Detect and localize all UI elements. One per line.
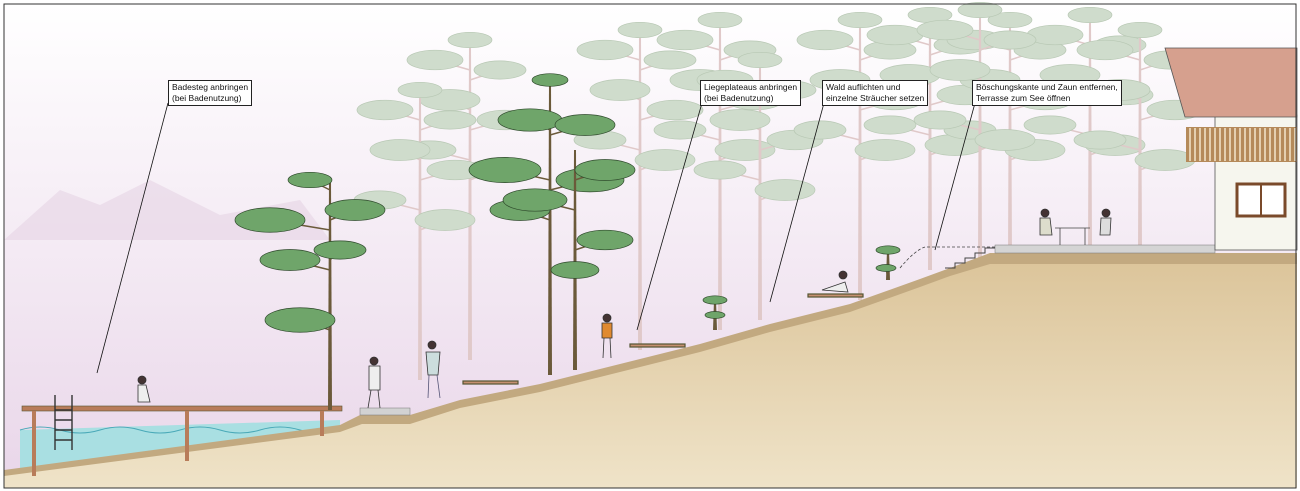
foreground-pines [234, 73, 901, 410]
annotation-line: Liegeplateaus anbringen [704, 82, 798, 92]
background-tree [913, 1, 1044, 260]
former-embankment [899, 246, 995, 269]
steps [945, 247, 995, 269]
ground-soil [4, 264, 1297, 488]
annotation-liegeplateaus: Liegeplateaus anbringen(bei Badenutzung) [700, 80, 802, 106]
pine-tree [502, 150, 636, 370]
benches [462, 293, 864, 385]
annotation-line: (bei Badenutzung) [172, 93, 242, 103]
annotation-line: Böschungskante und Zaun entfernen, [976, 82, 1118, 92]
shrub [702, 295, 728, 330]
background-tree [573, 21, 704, 350]
house [1164, 47, 1298, 251]
background-tree [353, 81, 484, 380]
shrub [875, 245, 901, 280]
annotation-line: Terrasse zum See öffnen [976, 93, 1071, 103]
pine-tree [234, 171, 386, 410]
annotation-line: Wald auflichten und [826, 82, 901, 92]
terrace [994, 244, 1216, 254]
annotation-line: Badesteg anbringen [172, 82, 249, 92]
annotation-boeschung: Böschungskante und Zaun entfernen,Terras… [972, 80, 1122, 106]
path-paving [359, 407, 411, 416]
annotation-line: (bei Badenutzung) [704, 93, 774, 103]
bathing-dock [21, 395, 343, 476]
leader-lines [96, 102, 976, 374]
annotation-line: einzelne Sträucher setzen [826, 93, 925, 103]
people [137, 208, 1112, 409]
annotation-badesteg: Badesteg anbringen(bei Badenutzung) [168, 80, 253, 106]
frame-border [3, 3, 1297, 489]
